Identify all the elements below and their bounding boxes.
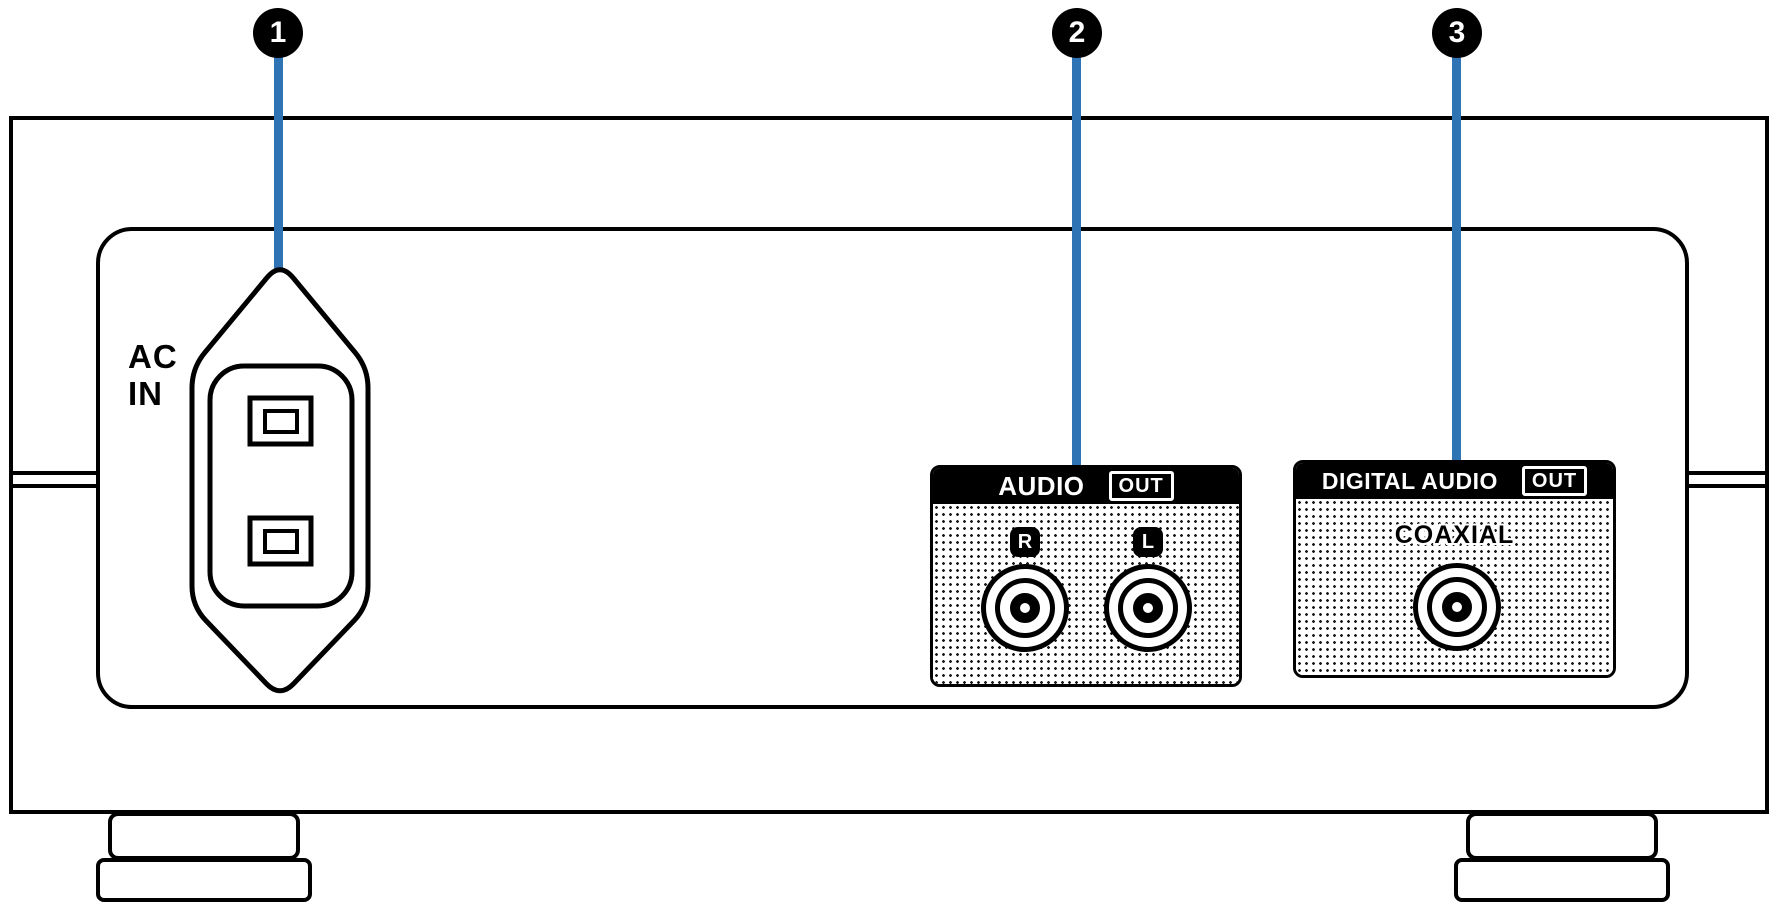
- callout-3: 3: [1432, 8, 1482, 58]
- rca-ring-inner: [1442, 592, 1472, 622]
- rca-ring-inner: [1133, 593, 1163, 623]
- audio-out-section: AUDIO OUT R L: [930, 465, 1242, 687]
- audio-out-title: AUDIO: [998, 470, 1085, 501]
- ac-inlet-socket: [207, 363, 355, 609]
- channel-right-label: R: [1010, 527, 1040, 557]
- panel-seam-right: [1689, 471, 1769, 475]
- ac-in-label-line2: IN: [128, 375, 163, 412]
- foot-right-body: [1466, 812, 1658, 860]
- rca-ring-middle: [995, 578, 1055, 638]
- callout-1-number: 1: [269, 16, 287, 49]
- rca-ring-inner: [1010, 593, 1040, 623]
- callout-leader-1: [274, 33, 283, 285]
- coaxial-label: COAXIAL: [1394, 521, 1515, 549]
- ac-inlet: [189, 267, 371, 694]
- ac-pin-slot-bottom-inner: [263, 529, 299, 554]
- audio-out-badge: OUT: [1108, 471, 1174, 501]
- foot-right-base: [1454, 858, 1670, 902]
- rca-ring-middle: [1118, 578, 1178, 638]
- audio-out-body: R L: [933, 504, 1239, 684]
- digital-audio-out-title: DIGITAL AUDIO: [1321, 467, 1498, 494]
- ac-in-label: AC IN: [128, 338, 178, 412]
- panel-seam-left: [9, 471, 96, 475]
- foot-left-body: [108, 812, 300, 860]
- digital-audio-out-body: COAXIAL: [1296, 499, 1613, 675]
- callout-3-number: 3: [1448, 16, 1466, 49]
- digital-audio-out-badge: OUT: [1521, 466, 1588, 496]
- foot-left-base: [96, 858, 312, 902]
- channel-left-label: L: [1133, 527, 1163, 557]
- coaxial-jack: [1413, 563, 1501, 651]
- digital-audio-out-header: DIGITAL AUDIO OUT: [1296, 463, 1613, 499]
- ac-in-label-line1: AC: [128, 338, 178, 375]
- audio-out-header: AUDIO OUT: [933, 468, 1239, 504]
- rca-jack-right: [981, 564, 1069, 652]
- panel-seam-right: [1689, 484, 1769, 488]
- panel-seam-left: [9, 484, 96, 488]
- callout-2: 2: [1052, 8, 1102, 58]
- callout-1: 1: [253, 8, 303, 58]
- callout-leader-2: [1072, 33, 1081, 467]
- digital-audio-out-section: DIGITAL AUDIO OUT COAXIAL: [1293, 460, 1616, 678]
- callout-2-number: 2: [1068, 16, 1086, 49]
- ac-pin-slot-top-inner: [263, 409, 299, 434]
- callout-leader-3: [1452, 33, 1461, 462]
- rca-jack-left: [1104, 564, 1192, 652]
